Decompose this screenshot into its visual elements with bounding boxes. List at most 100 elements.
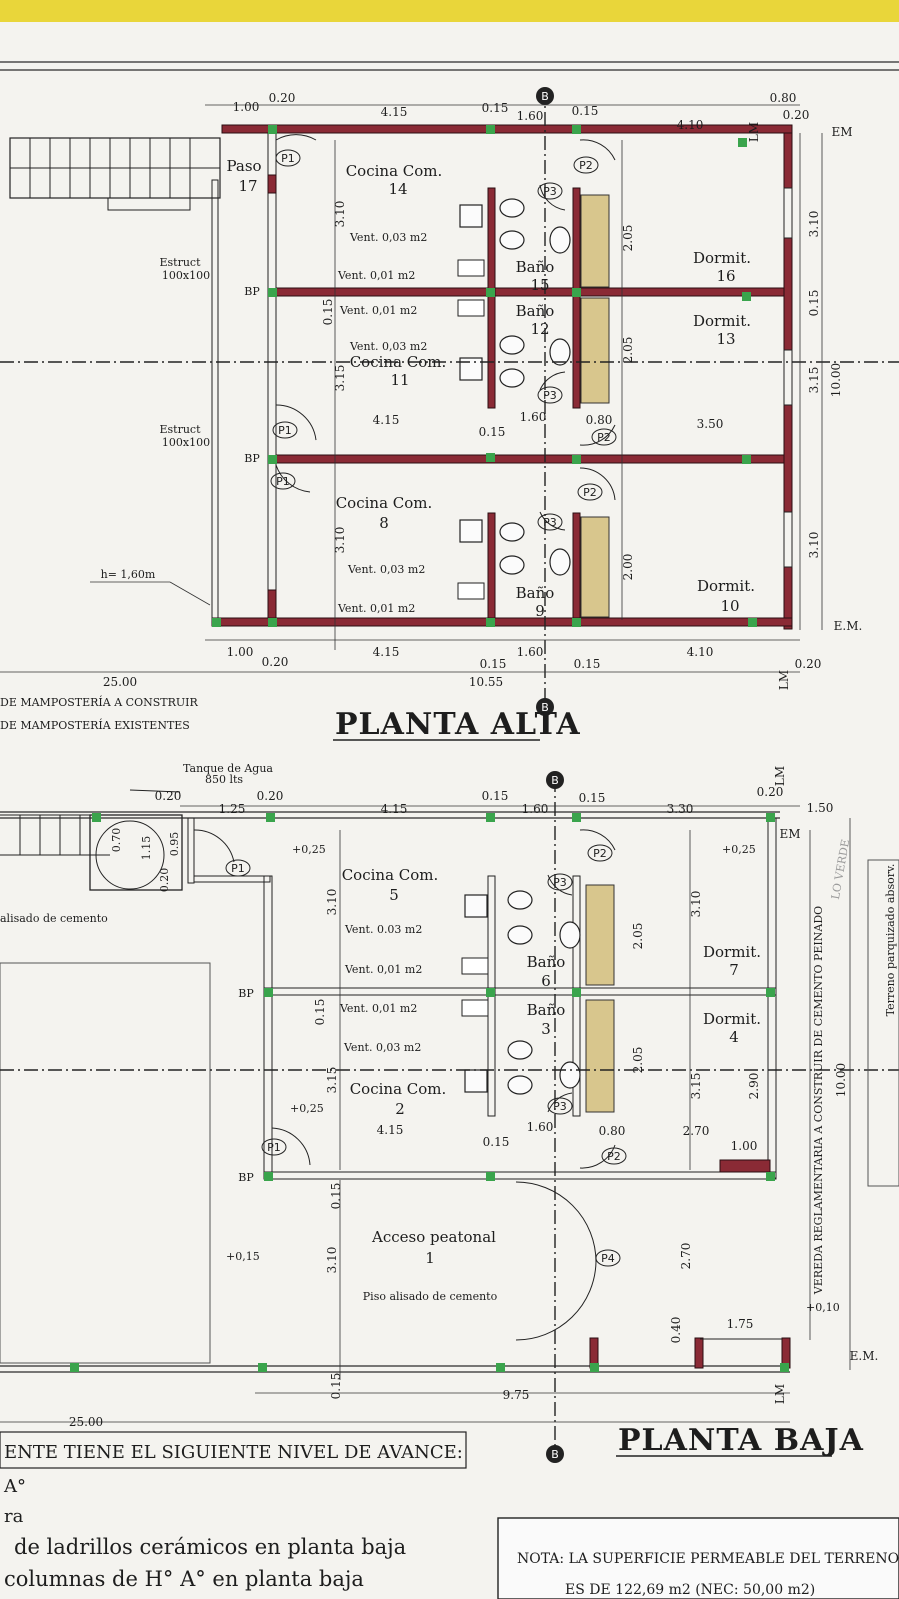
room-label: Dormit. [697,577,755,595]
svg-text:B: B [551,1448,559,1461]
svg-text:+0,25: +0,25 [290,1102,324,1115]
svg-text:0.20: 0.20 [158,868,171,893]
svg-text:Vent. 0,03 m2: Vent. 0,03 m2 [349,231,427,244]
svg-text:Vent. 0,03 m2: Vent. 0,03 m2 [343,1041,421,1054]
svg-text:NOTA: LA SUPERFICIE PERMEABLE: NOTA: LA SUPERFICIE PERMEABLE DEL TERREN… [517,1551,899,1567]
upper-floor-plan: P1 P2 P3 P1 P1 P3 P2 P2 P3 B B [0,61,899,742]
svg-text:P2: P2 [597,431,611,444]
svg-text:3.10: 3.10 [325,1247,339,1274]
svg-text:2.70: 2.70 [683,1124,710,1138]
wall-top [221,124,793,134]
svg-text:3.10: 3.10 [689,891,703,918]
svg-text:1.75: 1.75 [727,1317,754,1331]
svg-text:0.20: 0.20 [795,657,822,671]
svg-text:0.95: 0.95 [168,832,181,857]
svg-text:B: B [541,701,549,714]
svg-text:+0,15: +0,15 [226,1250,260,1263]
svg-text:0.15: 0.15 [329,1183,343,1210]
svg-text:P3: P3 [543,516,557,529]
side-lot [0,962,211,1364]
wall-bottom [211,617,793,627]
svg-text:0.15: 0.15 [483,1135,510,1149]
svg-text:2.05: 2.05 [631,1047,645,1074]
svg-text:VEREDA REGLAMENTARIA A CONSTRU: VEREDA REGLAMENTARIA A CONSTRUIR DE CEME… [812,906,825,1295]
svg-text:1.60: 1.60 [517,645,544,659]
svg-text:1.50: 1.50 [807,801,834,815]
svg-text:0.15: 0.15 [807,290,821,317]
bathroom-fixtures-upper [457,198,571,600]
svg-text:10.00: 10.00 [829,363,843,397]
svg-text:ES DE 122,69 m2 (NEC: 50,00 m2: ES DE 122,69 m2 (NEC: 50,00 m2) [565,1582,815,1598]
svg-text:16: 16 [716,267,735,285]
stair [9,137,221,211]
svg-text:+0,10: +0,10 [806,1301,840,1314]
svg-text:3.15: 3.15 [689,1073,703,1100]
svg-text:1.00: 1.00 [731,1139,758,1153]
svg-text:Estruct: Estruct [159,423,201,436]
water-tank [0,789,183,891]
svg-text:1.60: 1.60 [522,802,549,816]
svg-text:3.30: 3.30 [667,802,694,816]
svg-text:13: 13 [716,330,735,348]
svg-text:2.00: 2.00 [621,554,635,581]
wall-left [263,875,273,1177]
room-label: Cocina Com. [342,866,439,884]
svg-text:4: 4 [729,1028,739,1046]
room-label: Acceso peatonal [371,1228,496,1246]
svg-text:7: 7 [729,961,739,979]
svg-text:4.15: 4.15 [373,645,400,659]
svg-text:1.15: 1.15 [140,836,153,861]
room-labels-upper: Paso 17 Cocina Com. 14 Cocina Com. 11 Co… [226,157,755,620]
svg-text:0.15: 0.15 [572,104,599,118]
svg-text:17: 17 [238,177,257,195]
svg-text:0.20: 0.20 [757,785,784,799]
svg-text:LM: LM [777,670,791,690]
room-label: Dormit. [703,1010,761,1028]
svg-text:P4: P4 [601,1252,615,1265]
svg-text:0.80: 0.80 [770,91,797,105]
svg-text:0.20: 0.20 [269,91,296,105]
legend-line: DE MAMPOSTERÍA EXISTENTES [0,718,190,732]
svg-text:P2: P2 [583,486,597,499]
svg-text:Piso alisado de cemento: Piso alisado de cemento [363,1290,498,1303]
svg-text:3.10: 3.10 [807,532,821,559]
svg-text:BP: BP [238,1171,254,1184]
svg-text:2.90: 2.90 [747,1073,761,1100]
svg-text:9: 9 [535,602,545,620]
status-text-block: ENTE TIENE EL SIGUIENTE NIVEL DE AVANCE:… [0,1431,467,1591]
svg-text:5: 5 [389,886,399,904]
svg-text:LM: LM [747,122,761,142]
annotations-lower: Tanque de Agua 850 lts alisado de cement… [0,762,897,1314]
svg-text:BP: BP [244,285,260,298]
svg-text:2.70: 2.70 [679,1243,693,1270]
svg-text:0.15: 0.15 [482,101,509,115]
svg-text:3.10: 3.10 [325,889,339,916]
svg-text:0.80: 0.80 [599,1124,626,1138]
svg-text:1.60: 1.60 [520,410,547,424]
svg-text:P1: P1 [267,1141,281,1154]
svg-text:Vent. 0,01 m2: Vent. 0,01 m2 [337,602,415,615]
nota-box: NOTA: LA SUPERFICIE PERMEABLE DEL TERREN… [497,1517,899,1599]
svg-text:Vent. 0,03 m2: Vent. 0,03 m2 [349,340,427,353]
svg-text:P2: P2 [607,1150,621,1163]
svg-text:10: 10 [720,597,739,615]
annotations-upper: Estruct 100x100 Estruct 100x100 h= 1,60m… [90,231,427,615]
svg-text:4.15: 4.15 [381,105,408,119]
svg-text:Vent. 0.03 m2: Vent. 0.03 m2 [344,923,422,936]
svg-text:3.10: 3.10 [333,201,347,228]
svg-text:Vent. 0,01 m2: Vent. 0,01 m2 [339,1002,417,1015]
dimensions-lower: 0.20 1.25 0.20 4.15 0.15 1.60 0.15 3.30 … [69,766,879,1429]
plan-title: PLANTA ALTA [335,707,581,742]
svg-text:0.20: 0.20 [262,655,289,669]
room-label: Baño [516,258,555,276]
svg-text:Terreno parquizado absorv.: Terreno parquizado absorv. [884,864,897,1017]
svg-text:12: 12 [530,320,549,338]
svg-text:Vent. 0,01 m2: Vent. 0,01 m2 [339,304,417,317]
svg-text:4.15: 4.15 [381,802,408,816]
room-label: Paso [226,157,261,175]
svg-text:10.55: 10.55 [469,675,503,689]
svg-text:0.20: 0.20 [155,789,182,803]
svg-text:0.70: 0.70 [110,828,123,853]
svg-text:0.20: 0.20 [257,789,284,803]
